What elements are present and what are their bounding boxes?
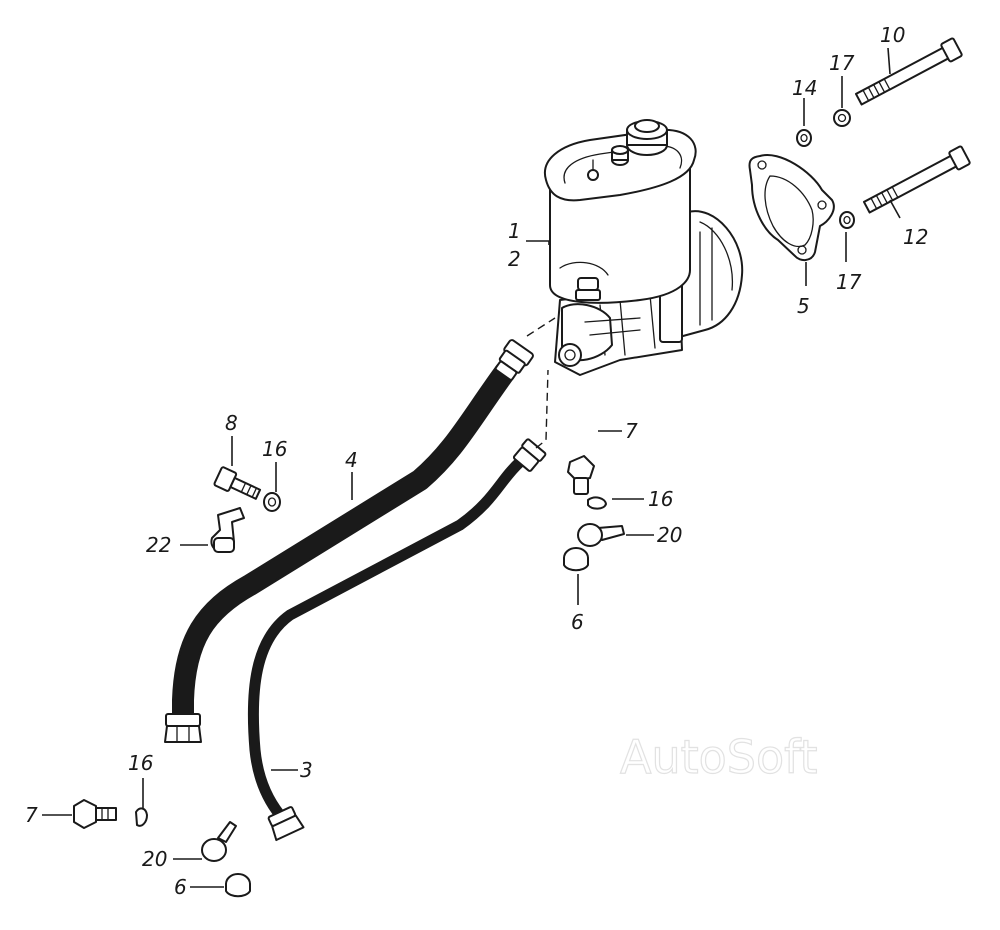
- bolt-10: [854, 37, 963, 106]
- clamp-22: [210, 507, 245, 553]
- banjo-20-left: [201, 821, 237, 862]
- bolt-8: [213, 466, 262, 500]
- callout-17-bottom: 17: [836, 270, 862, 294]
- washer-17-bottom: [839, 211, 855, 229]
- washer-16-left: [263, 492, 281, 512]
- callout-16-bottom: 16: [128, 751, 153, 775]
- bolt-7-right: [567, 455, 595, 495]
- callout-22: 22: [146, 533, 171, 557]
- pump-assembly: [543, 119, 744, 376]
- hose-4: [164, 339, 534, 743]
- callout-8: 8: [225, 411, 238, 435]
- callout-4: 4: [345, 448, 358, 472]
- callout-20-left: 20: [142, 847, 167, 871]
- callout-7-right: 7: [625, 419, 638, 443]
- callout-14: 14: [792, 76, 817, 100]
- callout-10: 10: [880, 23, 905, 47]
- leader-lines: [42, 47, 901, 888]
- bolt-7-left: [73, 799, 117, 829]
- callout-labels: 1 2 3 4 5 6 6 7 7 8 10 12 14 16 16 16 17…: [25, 23, 928, 899]
- connection-lines: [526, 317, 556, 449]
- callout-3: 3: [300, 758, 313, 782]
- callout-12: 12: [903, 225, 928, 249]
- banjo-20-right: [577, 523, 625, 547]
- gasket-5: [748, 153, 835, 262]
- washer-16-right: [587, 496, 607, 510]
- callout-17-top: 17: [829, 51, 855, 75]
- washer-16-left-bottom: [135, 807, 148, 827]
- callout-6-right: 6: [571, 610, 584, 634]
- bolt-12: [862, 145, 971, 214]
- washer-14: [796, 129, 812, 147]
- washer-17-top: [833, 109, 851, 127]
- callout-16-left: 16: [262, 437, 287, 461]
- watermark: AutoSoft: [620, 730, 818, 784]
- callout-2: 2: [508, 247, 521, 271]
- callout-1: 1: [508, 219, 521, 243]
- cap-6-left: [225, 873, 251, 898]
- callout-7-left: 7: [25, 803, 38, 827]
- callout-5: 5: [797, 294, 810, 318]
- pipe-3: [247, 438, 547, 842]
- callout-16-right: 16: [648, 487, 673, 511]
- callout-6-left: 6: [174, 875, 187, 899]
- callout-20-right: 20: [657, 523, 682, 547]
- cap-6-right: [563, 547, 589, 572]
